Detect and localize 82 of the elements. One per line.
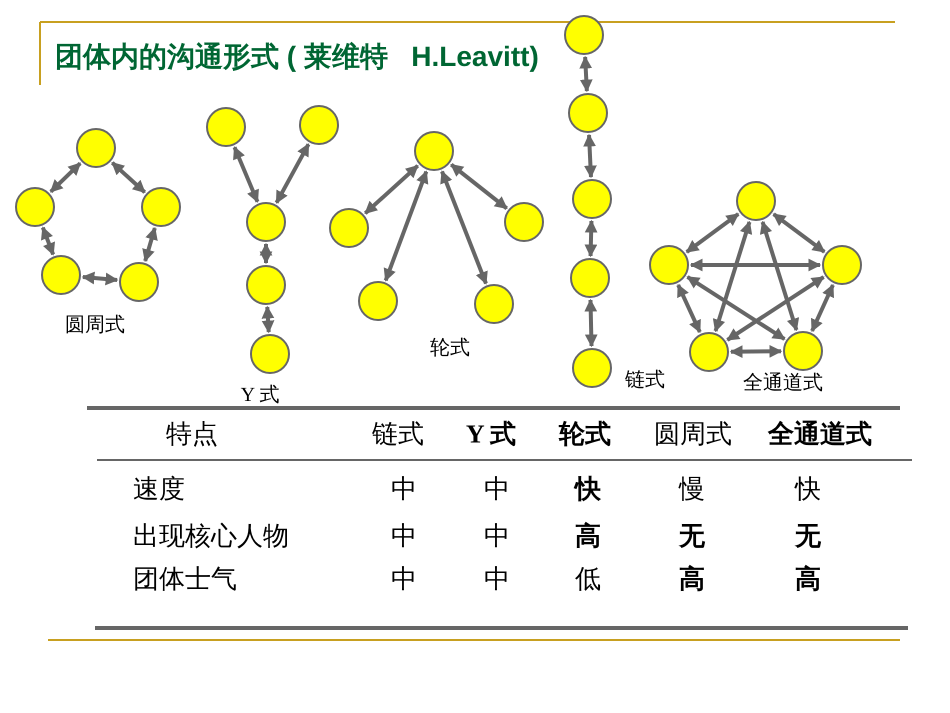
double-arrow [142, 226, 158, 262]
table-text: 快 [795, 476, 821, 504]
double-arrow [686, 212, 740, 254]
double-arrow [262, 306, 274, 334]
double-arrow [40, 226, 56, 256]
table-text: 高 [575, 522, 601, 552]
person-circle [504, 202, 544, 242]
double-arrow [810, 284, 835, 332]
double-arrow [584, 298, 598, 348]
double-arrow [274, 143, 310, 204]
person-circle [568, 93, 608, 133]
network-label: 链式 [625, 369, 665, 391]
double-arrow [384, 170, 428, 282]
table-text: 链式 [372, 420, 424, 450]
double-arrow [726, 275, 825, 342]
person-circle [119, 262, 159, 302]
network-label: 圆周式 [65, 314, 125, 336]
person-circle [736, 181, 776, 221]
person-circle [206, 107, 246, 147]
double-arrow [579, 56, 593, 92]
double-arrow [583, 134, 597, 178]
double-arrow [232, 146, 260, 203]
network-label: Y 式 [240, 384, 280, 406]
table-text: 无 [795, 522, 821, 552]
person-circle [572, 179, 612, 219]
table-text: 低 [575, 566, 601, 594]
person-circle [570, 258, 610, 298]
table-text: 中 [484, 522, 510, 552]
table-text: 出现核心人物 [133, 522, 289, 552]
double-arrow [676, 284, 702, 334]
person-circle [15, 187, 55, 227]
double-arrow [110, 161, 146, 194]
person-circle [414, 131, 454, 171]
table-text: 中 [391, 476, 417, 504]
person-circle [141, 187, 181, 227]
table-text: 团体士气 [133, 566, 237, 594]
network-label: 轮式 [430, 337, 470, 359]
person-circle [41, 255, 81, 295]
person-circle [329, 208, 369, 248]
network-label: 全通道式 [743, 372, 823, 394]
person-circle [246, 265, 286, 305]
person-circle [822, 245, 862, 285]
table-text: 高 [679, 566, 705, 594]
table-text: 速度 [133, 476, 185, 504]
double-arrow [730, 344, 782, 358]
person-circle [76, 128, 116, 168]
double-arrow [260, 242, 272, 264]
person-circle [564, 15, 604, 55]
table-text: 快 [575, 476, 601, 504]
person-circle [783, 331, 823, 371]
table-text: Y 式 [466, 420, 516, 450]
double-arrow [772, 212, 826, 254]
table-text: 慢 [679, 476, 705, 504]
table-text: 中 [484, 566, 510, 594]
table-text: 特点 [166, 420, 218, 450]
table-text: 无 [679, 522, 705, 552]
person-circle [649, 245, 689, 285]
title: 团体内的沟通形式 ( 莱维特 H.Leavitt) [55, 40, 539, 74]
double-arrow [760, 220, 800, 332]
person-circle [358, 281, 398, 321]
double-arrow [82, 272, 118, 286]
person-circle [474, 284, 514, 324]
double-arrow [49, 162, 82, 194]
double-arrow [364, 164, 420, 215]
double-arrow [584, 220, 598, 258]
table-text: 轮式 [559, 420, 611, 450]
table-text: 圆周式 [654, 420, 732, 450]
person-circle [689, 332, 729, 372]
double-arrow [440, 170, 488, 285]
table-text: 高 [795, 566, 821, 594]
double-arrow [686, 275, 786, 341]
table-text: 中 [391, 566, 417, 594]
table-text: 中 [484, 476, 510, 504]
person-circle [299, 105, 339, 145]
double-arrow [712, 220, 752, 332]
table-text: 中 [391, 522, 417, 552]
person-circle [246, 202, 286, 242]
double-arrow [690, 258, 822, 272]
person-circle [250, 334, 290, 374]
person-circle [572, 348, 612, 388]
table-text: 全通道式 [768, 420, 872, 450]
double-arrow [450, 163, 508, 210]
